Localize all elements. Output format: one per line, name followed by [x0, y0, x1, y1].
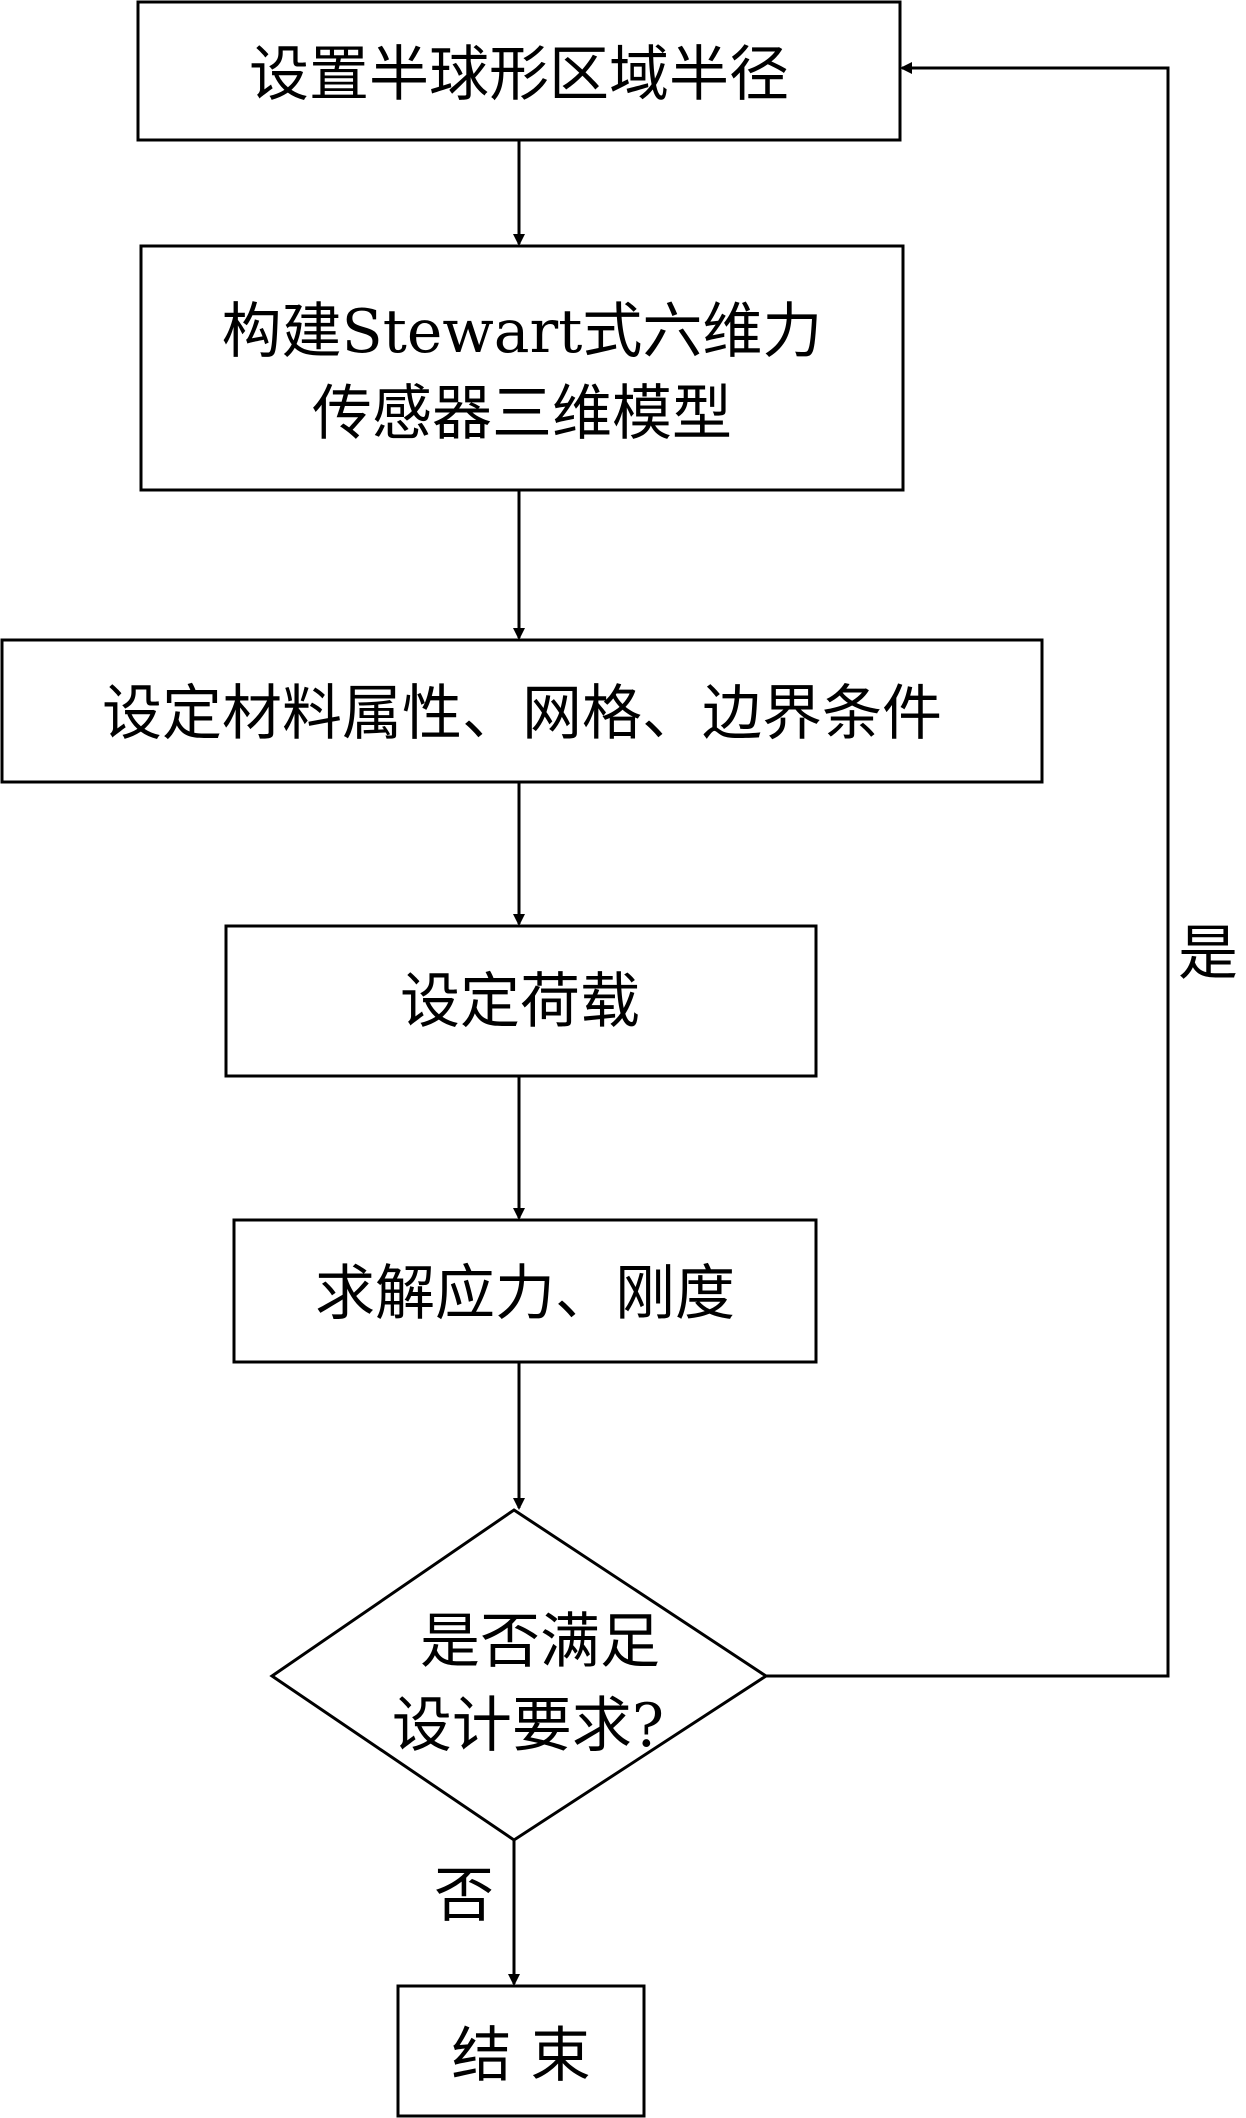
step-build-model: 构建Stewart式六维力 传感器三维模型	[139, 244, 905, 492]
step-set-material: 设定材料属性、网格、边界条件	[0, 638, 1044, 784]
decision-meets-requirements: 是否满足 设计要求?	[269, 1508, 769, 1842]
step-set-radius: 设置半球形区域半径	[136, 0, 902, 142]
step-set-load-label: 设定荷载	[400, 967, 640, 1037]
decision-label-line2: 设计要求?	[392, 1691, 664, 1761]
arrow-yes-loop	[766, 62, 1170, 1678]
step-set-load: 设定荷载	[224, 924, 818, 1078]
step-solve: 求解应力、刚度	[232, 1218, 818, 1364]
end-label: 结 束	[451, 2021, 590, 2091]
step-set-radius-label: 设置半球形区域半径	[249, 40, 789, 110]
step-build-model-label-line1: 构建Stewart式六维力	[222, 297, 823, 367]
decision-label-line1: 是否满足	[420, 1607, 660, 1677]
end-node: 结 束	[396, 1984, 646, 2118]
step-build-model-label-line2: 传感器三维模型	[312, 379, 732, 449]
step-set-material-label: 设定材料属性、网格、边界条件	[102, 679, 942, 749]
no-label: 否	[434, 1861, 494, 1931]
yes-label: 是	[1178, 919, 1238, 989]
step-solve-label: 求解应力、刚度	[315, 1259, 735, 1329]
